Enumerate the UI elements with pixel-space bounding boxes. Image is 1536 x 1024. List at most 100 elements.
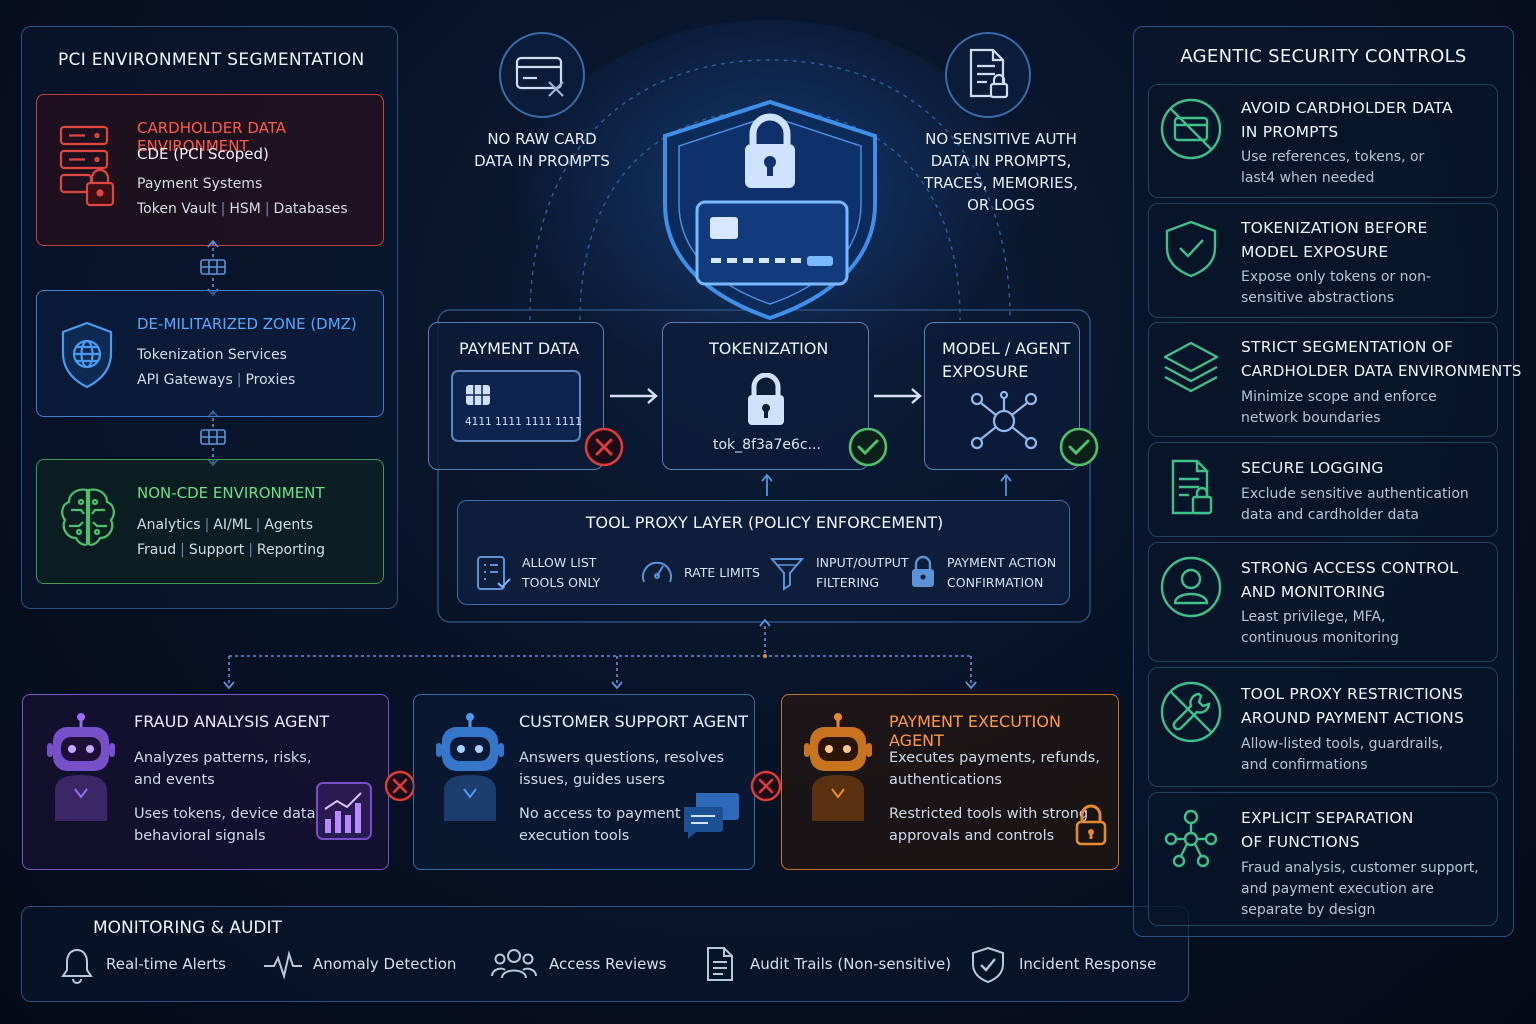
control-desc: Fraud analysis, customer support,and pay…: [1241, 860, 1479, 918]
user-icon: [1159, 555, 1223, 619]
shield-globe-icon: [57, 319, 117, 395]
blocked-x-icon: [583, 426, 625, 472]
non-cde-zone: NON-CDE ENVIRONMENT Analytics|AI/ML|Agen…: [36, 459, 384, 584]
customer-support-agent-card: CUSTOMER SUPPORT AGENT Answers questions…: [413, 694, 755, 870]
hierarchy-network-icon: [1159, 805, 1223, 869]
arrow-up-icon: [1000, 473, 1012, 496]
non-cde-line2: Fraud|Support|Reporting: [137, 542, 325, 558]
payment-agent-desc1: Executes payments, refunds,authenticatio…: [889, 750, 1100, 788]
secure-document-icon: [943, 30, 1033, 124]
zone-connector-2: [200, 409, 226, 467]
shield-lock-card-icon: [655, 94, 885, 328]
cde-zone: CARDHOLDER DATA ENVIRONMENT CDE (PCI Sco…: [36, 94, 384, 246]
fraud-analysis-agent-card: FRAUD ANALYSIS AGENT Analyzes patterns, …: [22, 694, 389, 870]
agentic-controls-title: AGENTIC SECURITY CONTROLS: [1180, 46, 1467, 67]
gauge-icon: [640, 556, 674, 592]
no-card-icon: [1159, 97, 1223, 161]
bell-icon: [60, 946, 94, 988]
incident-response-label: Incident Response: [1019, 955, 1157, 973]
users-icon: [490, 946, 538, 986]
bar-chart-icon: [315, 781, 373, 845]
agent-distribution-lines: [223, 618, 977, 690]
control-secure-logging: SECURE LOGGING Exclude sensitive authent…: [1148, 442, 1498, 537]
tokenization-title: TOKENIZATION: [709, 339, 829, 358]
arrow-right-icon: [874, 388, 922, 404]
non-cde-title: NON-CDE ENVIRONMENT: [137, 484, 325, 502]
payment-agent-title: PAYMENT EXECUTION AGENT: [889, 712, 1061, 750]
fraud-agent-title: FRAUD ANALYSIS AGENT: [134, 712, 330, 731]
pulse-icon: [262, 950, 304, 984]
arrow-up-icon: [761, 473, 773, 496]
anomaly-detection-label: Anomaly Detection: [313, 955, 457, 973]
server-lock-icon: [57, 123, 119, 217]
robot-icon: [41, 713, 121, 829]
credit-card-icon: 4111 1111 1111 1111: [451, 370, 582, 442]
arrow-right-icon: [610, 388, 658, 404]
realtime-alerts-label: Real-time Alerts: [106, 955, 226, 973]
tool-proxy-layer: TOOL PROXY LAYER (POLICY ENFORCEMENT) AL…: [457, 500, 1070, 605]
checklist-icon: [476, 555, 512, 597]
token-value: tok_8f3a7e6c...: [713, 437, 821, 453]
filter-icon: [769, 555, 805, 595]
document-icon: [705, 945, 735, 987]
pci-segmentation-panel: [21, 26, 398, 609]
brain-circuit-icon: [57, 484, 119, 554]
control-desc: Expose only tokens or non-sensitive abst…: [1241, 269, 1432, 306]
dmz-title: DE-MILITARIZED ZONE (DMZ): [137, 315, 357, 333]
fraud-agent-desc1: Analyzes patterns, risks,and events: [134, 750, 312, 788]
pci-segmentation-title: PCI ENVIRONMENT SEGMENTATION: [58, 50, 365, 70]
network-node-icon: [969, 390, 1039, 455]
cde-line1: Payment Systems: [137, 176, 263, 192]
control-title: SECURE LOGGING: [1241, 459, 1384, 477]
card-number: 4111 1111 1111 1111: [465, 416, 582, 428]
payment-data-box: PAYMENT DATA 4111 1111 1111 1111: [428, 322, 604, 470]
blocked-x-icon: [383, 769, 417, 807]
no-card-icon: [497, 30, 587, 124]
shield-check-icon: [1159, 216, 1223, 280]
lock-icon: [910, 555, 936, 593]
control-desc: Allow-listed tools, guardrails,and confi…: [1241, 736, 1444, 773]
dmz-line2: API Gateways|Proxies: [137, 372, 296, 388]
shield-check-icon: [970, 945, 1006, 989]
check-icon: [1058, 426, 1100, 472]
cde-subtitle: CDE (PCI Scoped): [137, 145, 269, 163]
monitoring-title: MONITORING & AUDIT: [93, 918, 282, 938]
dmz-zone: DE-MILITARIZED ZONE (DMZ) Tokenization S…: [36, 290, 384, 417]
audit-trails-label: Audit Trails (Non-sensitive): [750, 955, 952, 973]
chat-bubble-icon: [682, 791, 740, 845]
rate-limits-label: RATE LIMITS: [684, 565, 760, 580]
payment-execution-agent-card: PAYMENT EXECUTION AGENT Executes payment…: [781, 694, 1119, 870]
support-agent-title: CUSTOMER SUPPORT AGENT: [519, 712, 749, 731]
layers-icon: [1159, 335, 1223, 399]
wrench-no-icon: [1159, 680, 1223, 744]
cde-line2: Token Vault|HSM|Databases: [137, 201, 348, 217]
cde-title: CARDHOLDER DATA ENVIRONMENT: [137, 119, 287, 155]
secure-document-icon: [1159, 455, 1223, 519]
monitoring-audit-panel: [21, 906, 1189, 1002]
zone-connector-1: [200, 239, 226, 297]
control-desc: Least privilege, MFA,continuous monitori…: [1241, 609, 1399, 646]
fraud-agent-desc2: Uses tokens, device data,behavioral sign…: [134, 806, 321, 844]
payment-data-title: PAYMENT DATA: [459, 339, 580, 358]
